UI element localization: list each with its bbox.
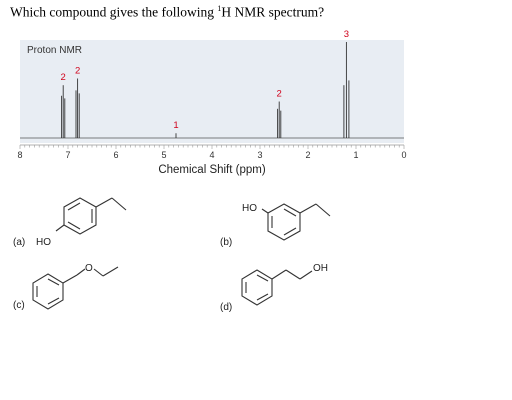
option-a-structure[interactable] <box>55 197 127 235</box>
option-a-hydroxyl-label: HO <box>36 237 51 248</box>
x-tick-label: 0 <box>401 150 406 160</box>
peak-0 <box>61 85 66 138</box>
x-axis-tick-labels: 8 7 6 5 4 3 2 1 0 <box>17 150 406 160</box>
option-c-structure[interactable] <box>32 266 119 310</box>
option-c-oxygen-label: O <box>85 263 93 274</box>
x-tick-label: 8 <box>17 150 22 160</box>
x-tick-label: 4 <box>209 150 214 160</box>
spectrum-panel-title: Proton NMR <box>27 45 82 56</box>
peak-3 <box>277 101 282 138</box>
peak-integration-label: 2 <box>75 65 80 76</box>
option-a-label[interactable]: (a) <box>13 237 25 248</box>
option-c-label[interactable]: (c) <box>13 300 25 311</box>
peak-integration-label: 2 <box>61 72 66 83</box>
spectrum-panel <box>20 40 404 143</box>
question-text: Which compound gives the following 1H NM… <box>10 4 325 20</box>
option-b-label[interactable]: (b) <box>220 237 232 248</box>
x-tick-label: 1 <box>353 150 358 160</box>
option-b-structure[interactable] <box>261 203 331 241</box>
x-tick-label: 5 <box>161 150 166 160</box>
peak-4 <box>343 42 350 138</box>
x-axis-minor-ticks <box>19 145 405 149</box>
x-axis-label: Chemical Shift (ppm) <box>158 164 266 176</box>
x-tick-label: 7 <box>65 150 70 160</box>
x-tick-label: 6 <box>113 150 118 160</box>
option-d-label[interactable]: (d) <box>220 302 232 313</box>
peak-integration-label: 3 <box>344 29 349 40</box>
x-tick-label: 2 <box>305 150 310 160</box>
peak-integration-label: 1 <box>173 120 178 131</box>
option-d-structure[interactable] <box>241 269 313 306</box>
option-b-hydroxyl-label: HO <box>242 203 257 214</box>
option-d-hydroxyl-label: OH <box>313 263 328 274</box>
peak-integration-label: 2 <box>277 89 282 100</box>
spectrum-peaks <box>61 42 350 138</box>
peak-1 <box>75 78 80 138</box>
x-tick-label: 3 <box>257 150 262 160</box>
